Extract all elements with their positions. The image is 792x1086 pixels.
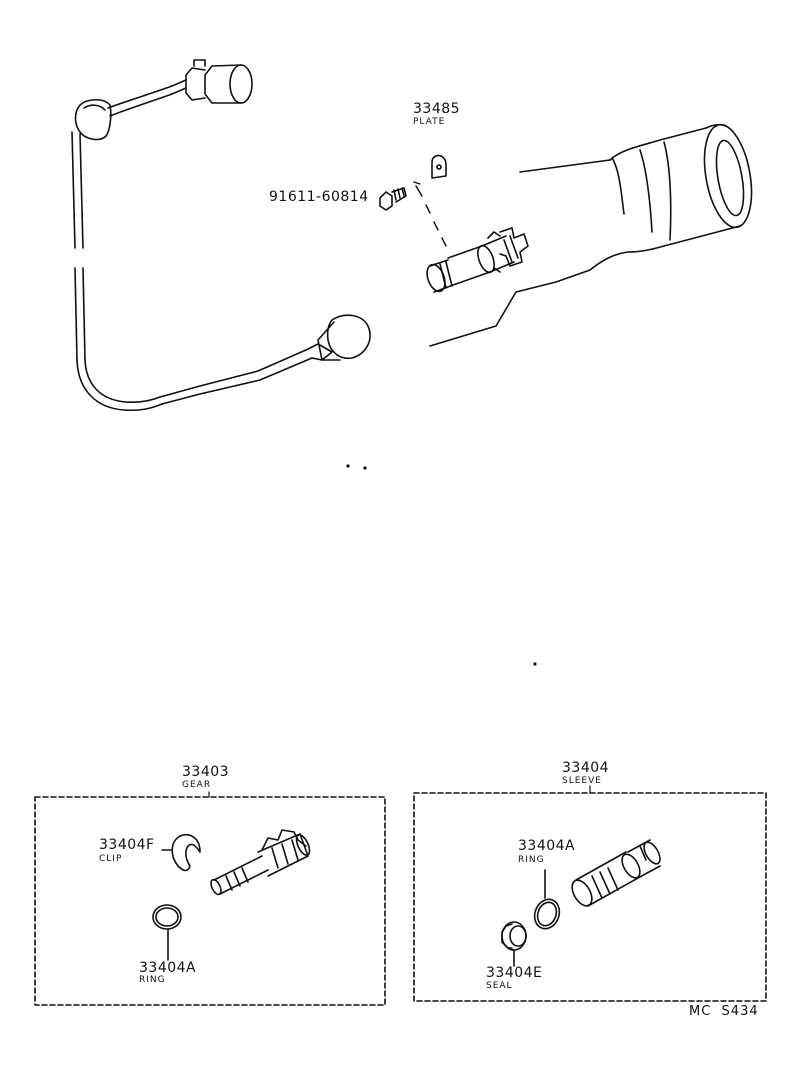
cable-grommet	[74, 98, 112, 141]
sleeve-part	[571, 839, 661, 907]
clip-part	[161, 834, 201, 872]
transmission-housing	[429, 123, 753, 347]
sleeve-ring-part	[533, 869, 561, 930]
seal-number: 33404E	[486, 965, 543, 981]
sleeve-group-box	[413, 785, 767, 1002]
assembly-dashed-line	[415, 185, 447, 247]
plate-part	[431, 154, 447, 179]
gear-number: 33403	[182, 764, 230, 780]
seal-part	[501, 921, 527, 967]
driven-gear-part	[210, 829, 311, 896]
gear-ring-part	[152, 904, 182, 961]
gear-name: GEAR	[182, 780, 212, 790]
driven-gear-assembly	[426, 227, 529, 293]
cable-bottom-connector	[305, 314, 371, 361]
gear-ring-name: RING	[139, 975, 166, 985]
cable-top-connector	[171, 59, 253, 104]
gear-group-box	[34, 791, 386, 1006]
diagram-code: MC S434	[689, 1004, 759, 1019]
gear-ring-number: 33404A	[139, 960, 197, 976]
bolt-part	[379, 187, 407, 211]
seal-name: SEAL	[486, 981, 513, 991]
clip-name: CLIP	[99, 854, 123, 864]
bolt-number: 91611-60814	[269, 189, 369, 205]
clip-number: 33404F	[99, 837, 155, 853]
sleeve-number: 33404	[562, 760, 610, 776]
plate-number: 33485	[413, 101, 461, 117]
sleeve-ring-name: RING	[518, 855, 545, 865]
sleeve-name: SLEEVE	[562, 776, 602, 786]
sleeve-ring-number: 33404A	[518, 838, 576, 854]
plate-name: PLATE	[413, 117, 446, 127]
speedometer-cable	[71, 59, 371, 412]
